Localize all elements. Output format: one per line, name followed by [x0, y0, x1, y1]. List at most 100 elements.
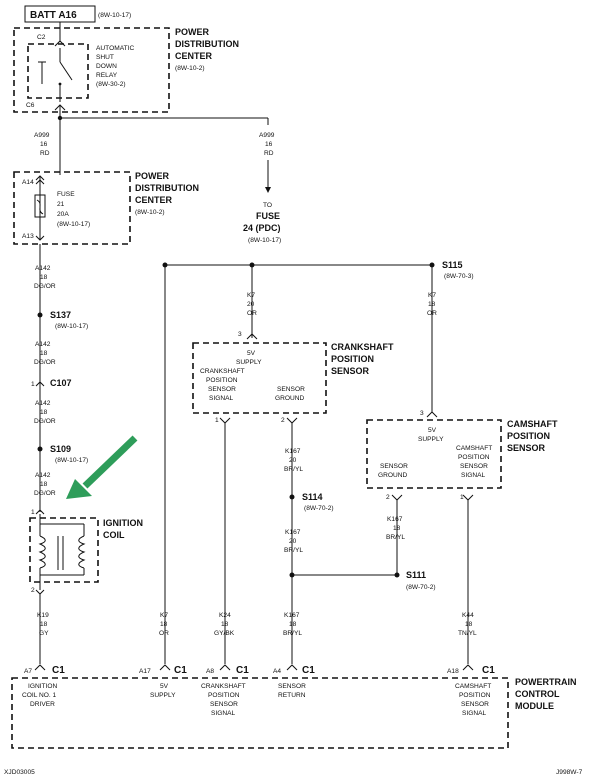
svg-text:SENSOR: SENSOR: [208, 386, 236, 393]
crank-sensor-box: [192, 342, 327, 414]
svg-text:K24: K24: [219, 612, 231, 619]
batt-label: BATT A16: [30, 10, 77, 21]
svg-text:RELAY: RELAY: [96, 72, 118, 79]
svg-text:24 (PDC): 24 (PDC): [243, 223, 281, 233]
svg-text:A18: A18: [447, 668, 459, 675]
svg-text:K19: K19: [37, 612, 49, 619]
pcm-a4-label: SENSOR RETURN: [278, 683, 306, 699]
wire-a999-left-label: A999 16 RD: [34, 132, 50, 157]
cam-pin2: 2: [386, 494, 390, 501]
svg-text:A142: A142: [35, 341, 51, 348]
cam-pin1: 1: [460, 494, 464, 501]
connector-c107-icon: [35, 381, 45, 387]
c107-pin: 1: [31, 381, 35, 388]
wire-a142-3-label: A142 18 DG/OR: [34, 400, 56, 425]
svg-text:CRANKSHAFT: CRANKSHAFT: [201, 683, 246, 690]
svg-text:POWERTRAIN: POWERTRAIN: [515, 677, 577, 687]
svg-text:18: 18: [393, 525, 401, 532]
wire-k167-c-label: K167 18 BR/YL: [283, 612, 302, 637]
ignition-coil-box: [29, 517, 99, 583]
svg-text:GY: GY: [39, 630, 49, 637]
pin-c6: C6: [26, 102, 35, 109]
crank-title: CRANKSHAFT POSITION SENSOR: [331, 342, 394, 376]
svg-text:SENSOR: SENSOR: [210, 701, 238, 708]
svg-text:A17: A17: [139, 668, 151, 675]
cam-supply-label: 5V SUPPLY: [418, 427, 444, 443]
asd-relay-box: [27, 43, 89, 99]
splice-s137-dot: [37, 312, 43, 318]
svg-text:RD: RD: [40, 150, 50, 157]
crank-ground-label: SENSOR GROUND: [275, 386, 305, 402]
svg-text:K7: K7: [428, 292, 436, 299]
svg-text:TN/YL: TN/YL: [458, 630, 477, 637]
c107-name: C107: [50, 378, 72, 388]
pcm-connector-a4: A4 C1: [273, 664, 315, 676]
fuse-label: FUSE 21 20A (8W-10-17): [57, 191, 90, 228]
svg-text:POSITION: POSITION: [459, 692, 491, 699]
svg-text:CRANKSHAFT: CRANKSHAFT: [200, 368, 245, 375]
svg-text:GROUND: GROUND: [275, 395, 305, 402]
wire-a999-right-label: A999 16 RD: [259, 132, 275, 157]
s111-ref: (8W-70-2): [406, 584, 436, 591]
svg-text:FUSE: FUSE: [256, 211, 280, 221]
footer-right: J998W-7: [556, 769, 583, 776]
svg-text:RD: RD: [264, 150, 274, 157]
svg-text:POSITION: POSITION: [331, 354, 374, 364]
svg-text:SIGNAL: SIGNAL: [209, 395, 234, 402]
wire-k19-label: K19 18 GY: [37, 612, 49, 637]
svg-text:K167: K167: [284, 612, 300, 619]
coil-primary-icon: [38, 524, 46, 569]
svg-text:(8W-10-17): (8W-10-17): [248, 237, 281, 244]
svg-text:18: 18: [40, 621, 48, 628]
asd-relay-label: AUTOMATIC SHUT DOWN RELAY (8W-30-2): [96, 45, 134, 88]
svg-text:K7: K7: [247, 292, 255, 299]
svg-text:(8W-10-2): (8W-10-2): [135, 209, 165, 216]
cam-sensor-box: [366, 419, 502, 489]
svg-text:MODULE: MODULE: [515, 701, 554, 711]
svg-text:POSITION: POSITION: [208, 692, 240, 699]
s109-ref: (8W-10-17): [55, 457, 88, 464]
svg-text:SENSOR: SENSOR: [461, 701, 489, 708]
wire-k7-left-label: K7 18 OR: [159, 612, 169, 637]
s137-name: S137: [50, 310, 71, 320]
svg-text:SIGNAL: SIGNAL: [461, 472, 486, 479]
svg-text:16: 16: [40, 141, 48, 148]
wire-k167-cam-label: K167 18 BR/YL: [386, 516, 405, 541]
pcm-box: [11, 677, 509, 749]
crank-pin3: 3: [238, 331, 242, 338]
pcm-connector-a8: A8 C1: [206, 664, 249, 676]
svg-text:POSITION: POSITION: [507, 431, 550, 441]
svg-text:DG/OR: DG/OR: [34, 359, 56, 366]
pin-a14: A14: [22, 179, 34, 186]
svg-text:BR/YL: BR/YL: [283, 630, 302, 637]
svg-text:C1: C1: [174, 665, 187, 676]
svg-text:K167: K167: [285, 448, 301, 455]
pointer-arrow-icon: [82, 435, 138, 489]
svg-text:C1: C1: [236, 665, 249, 676]
svg-text:BR/YL: BR/YL: [386, 534, 405, 541]
pcm-connector-a7: A7 C1: [24, 664, 65, 676]
pcm-connector-a17: A17 C1: [139, 664, 187, 676]
svg-text:SUPPLY: SUPPLY: [236, 359, 262, 366]
svg-text:CONTROL: CONTROL: [515, 689, 560, 699]
wire-k24-label: K24 18 GY/BK: [214, 612, 235, 637]
wire-a142-4-label: A142 18 DG/OR: [34, 472, 56, 497]
svg-text:OR: OR: [427, 310, 437, 317]
svg-text:18: 18: [160, 621, 168, 628]
svg-text:DISTRIBUTION: DISTRIBUTION: [135, 183, 199, 193]
svg-text:18: 18: [40, 481, 48, 488]
svg-text:CENTER: CENTER: [135, 195, 173, 205]
wire-k7-mid-label: K7 20 OR: [247, 292, 257, 317]
cam-title: CAMSHAFT POSITION SENSOR: [507, 419, 558, 453]
footer-left: XJD03005: [4, 769, 35, 776]
svg-text:A999: A999: [259, 132, 275, 139]
svg-text:5V: 5V: [428, 427, 437, 434]
s115-name: S115: [442, 260, 463, 270]
cam-ground-label: SENSOR GROUND: [378, 463, 408, 479]
svg-text:CENTER: CENTER: [175, 51, 213, 61]
svg-text:20: 20: [289, 457, 297, 464]
svg-text:SENSOR: SENSOR: [331, 366, 370, 376]
crank-signal-label: CRANKSHAFT POSITION SENSOR SIGNAL: [200, 368, 245, 402]
coil-pin2: 2: [31, 587, 35, 594]
pdc-top-title: POWER DISTRIBUTION CENTER (8W-10-2): [175, 27, 239, 72]
